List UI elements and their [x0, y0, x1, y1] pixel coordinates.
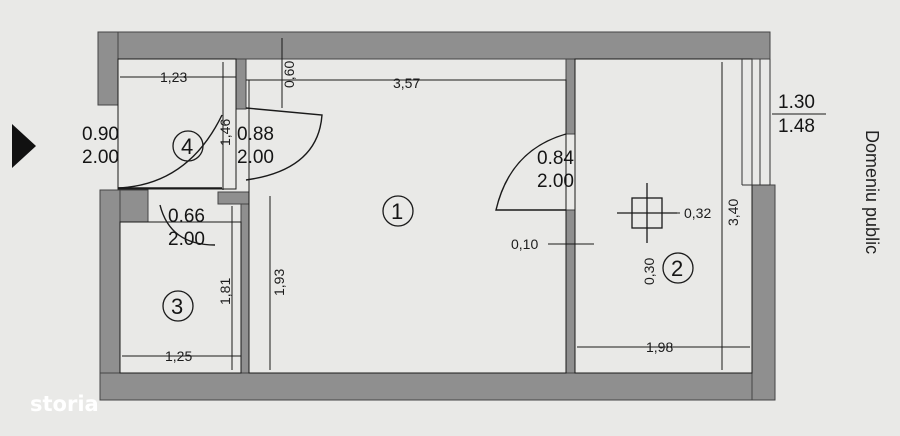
wall-top	[97, 31, 771, 60]
door-d-width: 0.84	[537, 148, 574, 169]
wall-partition-1-2-lower	[565, 209, 576, 374]
room-number-1: 1	[391, 199, 403, 224]
dim-top-wall: 0,60	[281, 61, 297, 88]
door-c-height: 2.00	[168, 229, 205, 250]
door-d-swing	[495, 133, 567, 211]
storia-watermark: storia	[30, 392, 99, 416]
door-b-swing	[245, 107, 323, 181]
door-a-swing	[117, 114, 223, 189]
public-domain-label: Domeniu public	[862, 130, 882, 254]
room-number-circles	[162, 130, 694, 322]
wall-partition-1-2-upper	[565, 58, 576, 135]
door-c-swing	[159, 204, 216, 246]
wall-left-lower	[99, 189, 121, 401]
door-a-height: 2.00	[82, 147, 119, 168]
wall-left-upper	[97, 31, 119, 106]
door-a-width: 0.90	[82, 124, 119, 145]
door-b-width: 0.88	[237, 124, 274, 145]
room-number-4: 4	[181, 134, 193, 159]
play-arrow-icon[interactable]	[12, 124, 36, 168]
window-width: 1.30	[778, 92, 815, 113]
wall-partition-3-1	[240, 194, 250, 374]
dim-room3-width: 1,25	[165, 348, 192, 364]
door-c-width: 0.66	[168, 206, 205, 227]
wall-partition-4a	[235, 58, 247, 110]
door-swings	[117, 107, 567, 246]
wall-3-4-right	[217, 191, 250, 205]
dimension-lines	[120, 38, 826, 370]
window-height: 1.48	[778, 116, 815, 137]
door-b-height: 2.00	[237, 147, 274, 168]
dim-room1-height: 1,93	[271, 269, 287, 296]
dim-top-left-width: 1,23	[160, 69, 187, 85]
window-frame	[741, 59, 771, 186]
room-number-3: 3	[171, 294, 183, 319]
dim-corridor-width: 3,57	[393, 75, 420, 91]
dim-room4-height: 1,46	[217, 119, 233, 146]
dim-wall-gap: 0,10	[511, 236, 538, 252]
room-number-2: 2	[671, 256, 683, 281]
dim-room3-height: 1,81	[217, 278, 233, 305]
wall-bottom	[99, 372, 776, 401]
wall-3-4-left	[119, 189, 149, 223]
walls	[97, 31, 776, 401]
dim-vent-width: 0,32	[684, 205, 711, 221]
wall-right-lower	[751, 184, 776, 401]
dim-room2-width: 1,98	[646, 339, 673, 355]
dim-vent-height: 0,30	[641, 258, 657, 285]
dim-room2-height: 3,40	[725, 199, 741, 226]
door-d-height: 2.00	[537, 171, 574, 192]
